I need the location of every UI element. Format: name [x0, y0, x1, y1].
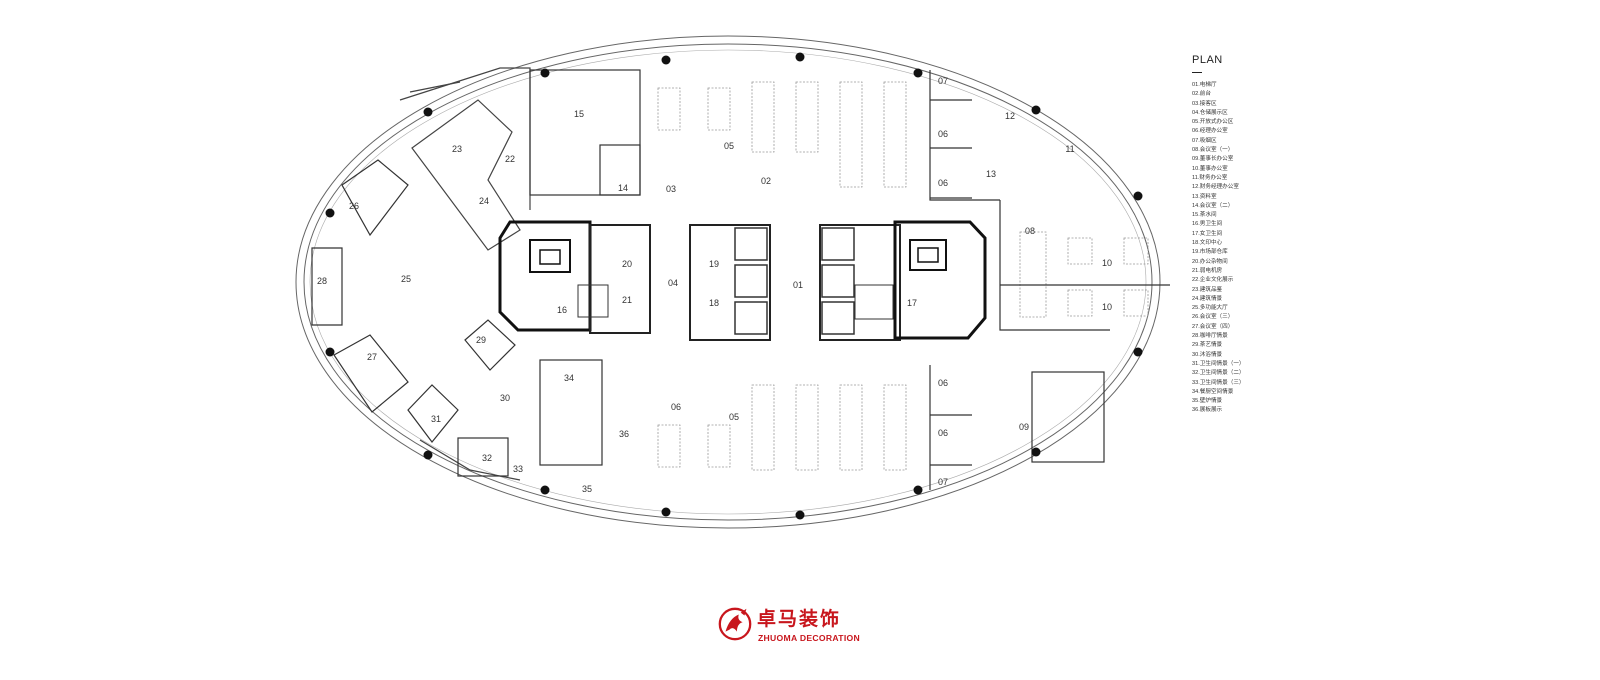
room-label: 06	[938, 178, 948, 188]
legend-item: 31.卫生间情景（一）	[1192, 360, 1245, 367]
room-label: 33	[513, 464, 523, 474]
legend-item: 19.市场部仓库	[1192, 249, 1228, 256]
legend-item: 17.女卫生间	[1192, 230, 1223, 237]
legend-item: 25.多功能大厅	[1192, 305, 1228, 312]
room-label: 03	[666, 184, 676, 194]
legend-title: PLAN	[1192, 54, 1223, 66]
legend-item: 12.财务经理办公室	[1192, 184, 1239, 191]
room-label: 24	[479, 196, 489, 206]
legend-item: 28.咖啡厅情景	[1192, 333, 1228, 340]
legend-item: 14.会议室（二）	[1192, 202, 1234, 209]
legend-item: 24.建筑情景	[1192, 295, 1223, 302]
brand-name-cn: 卓马装饰	[757, 608, 842, 630]
room-label: 17	[907, 298, 917, 308]
legend-item: 04.仓储展示区	[1192, 109, 1228, 116]
legend-item: 10.董事办公室	[1192, 165, 1228, 172]
legend-item: 36.展板展示	[1192, 407, 1223, 414]
room-label: 26	[349, 201, 359, 211]
horse-logo-icon	[718, 607, 752, 641]
legend-item: 18.文印中心	[1192, 240, 1223, 247]
structural-columns	[325, 52, 1143, 520]
legend-item: 22.企业文化展示	[1192, 277, 1234, 284]
room-label: 11	[1065, 144, 1074, 154]
room-label: 36	[619, 429, 629, 439]
legend-item: 02.前台	[1192, 91, 1211, 98]
room-label: 07	[938, 477, 948, 487]
room-label: 23	[452, 144, 462, 154]
room-label: 16	[557, 305, 567, 315]
room-label: 12	[1005, 111, 1015, 121]
room-labels: 01 02 03 04 05 05 06 06 06 06 06 07 07 0…	[317, 76, 1112, 494]
legend-item: 07.吸烟区	[1192, 137, 1217, 144]
room-label: 07	[938, 76, 948, 86]
room-label: 21	[622, 295, 632, 305]
room-label: 31	[431, 414, 441, 424]
west-rooms	[311, 69, 641, 477]
room-label: 10	[1102, 258, 1112, 268]
core-east	[854, 220, 987, 340]
legend-item: 35.壁炉情景	[1192, 398, 1223, 405]
legend-item: 11.财务办公室	[1192, 174, 1228, 181]
room-label: 06	[671, 402, 681, 412]
legend-item: 05.开放式办公区	[1192, 119, 1234, 126]
legend-item: 30.沐浴情景	[1192, 351, 1223, 358]
legend-list: 01.电梯厅 02.前台 03.接客区 04.仓储展示区 05.开放式办公区 0…	[1192, 81, 1392, 416]
plan-legend: PLAN 01.电梯厅 02.前台 03.接客区 04.仓储展示区 05.开放式…	[1192, 54, 1392, 416]
legend-item: 16.男卫生间	[1192, 221, 1223, 228]
legend-item: 27.会议室（四）	[1192, 323, 1234, 330]
room-label: 06	[938, 428, 948, 438]
room-label: 28	[317, 276, 327, 286]
room-label: 06	[938, 129, 948, 139]
room-label: 14	[618, 183, 628, 193]
room-label: 13	[986, 169, 996, 179]
brand-logo: 卓马装饰 ZHUOMA DECORATION	[716, 603, 886, 649]
room-label: 05	[724, 141, 734, 151]
legend-item: 23.建筑品鉴	[1192, 286, 1223, 293]
legend-item: 20.办公杂物间	[1192, 258, 1228, 265]
legend-item: 06.经理办公室	[1192, 128, 1228, 135]
room-label: 35	[582, 484, 592, 494]
room-label: 01	[793, 280, 803, 290]
legend-item: 26.会议室（三）	[1192, 314, 1234, 321]
room-label: 09	[1019, 422, 1029, 432]
legend-item: 33.卫生间情景（三）	[1192, 379, 1245, 386]
building-outline	[295, 35, 1161, 529]
legend-item: 34.餐厨空间情景	[1192, 388, 1234, 395]
legend-item: 03.接客区	[1192, 100, 1217, 107]
core-west	[498, 220, 651, 334]
room-label: 22	[505, 154, 515, 164]
room-label: 25	[401, 274, 411, 284]
room-label: 20	[622, 259, 632, 269]
west-wing-walls	[399, 67, 531, 481]
legend-item: 09.董事长办公室	[1192, 156, 1234, 163]
east-offices	[929, 70, 1170, 490]
room-label: 02	[761, 176, 771, 186]
room-label: 19	[709, 259, 719, 269]
room-label: 18	[709, 298, 719, 308]
room-label: 08	[1025, 226, 1035, 236]
room-label: 29	[476, 335, 486, 345]
brand-name-en: ZHUOMA DECORATION	[758, 633, 861, 643]
room-label: 05	[729, 412, 739, 422]
room-label: 06	[938, 378, 948, 388]
legend-item: 21.弱电机房	[1192, 267, 1223, 274]
room-label: 04	[668, 278, 678, 288]
legend-item: 15.茶水间	[1192, 212, 1217, 219]
room-label: 32	[482, 453, 492, 463]
room-label: 34	[564, 373, 574, 383]
legend-divider	[1192, 72, 1202, 73]
room-label: 27	[367, 352, 377, 362]
legend-item: 13.资料室	[1192, 193, 1217, 200]
legend-item: 32.卫生间情景（二）	[1192, 370, 1245, 377]
core-central	[689, 224, 901, 341]
desk-clusters	[657, 81, 1149, 471]
room-label: 30	[500, 393, 510, 403]
legend-item: 08.会议室（一）	[1192, 147, 1234, 154]
legend-item: 29.茶艺情景	[1192, 342, 1223, 349]
room-label: 10	[1102, 302, 1112, 312]
room-label: 15	[574, 109, 584, 119]
legend-item: 01.电梯厅	[1192, 82, 1217, 88]
